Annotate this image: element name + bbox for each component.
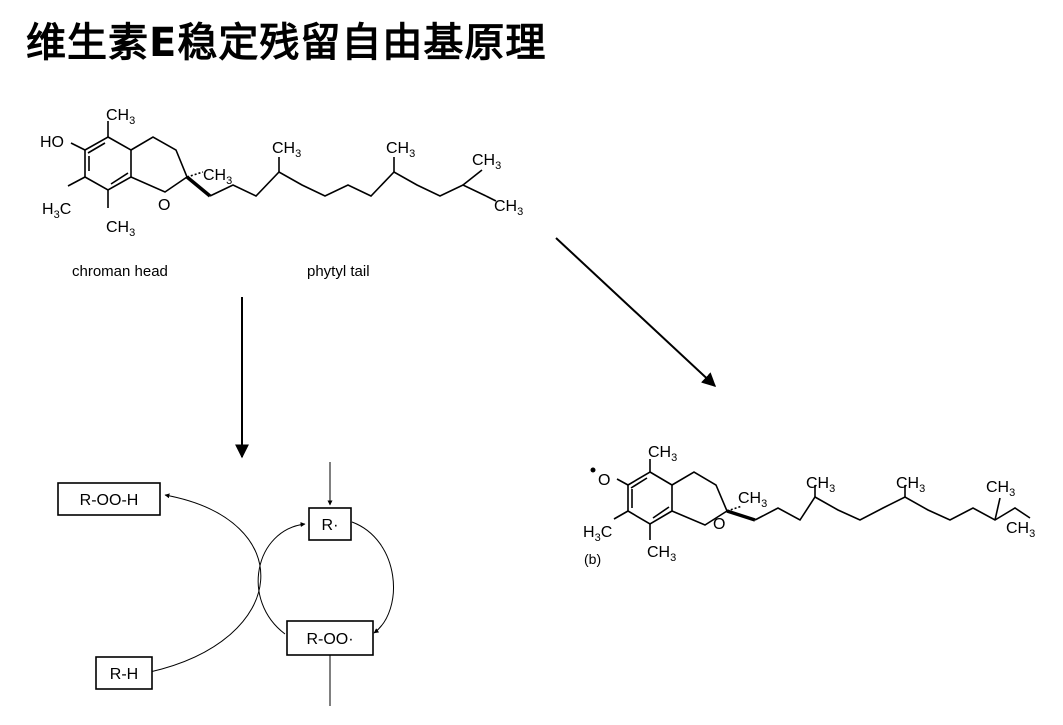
label-ho: HO: [40, 134, 64, 151]
label-radical-ch3-bottom: CH3: [647, 544, 676, 564]
page-title: 维生素E稳定残留自由基原理: [26, 20, 547, 66]
phytyl-tail-chain: [209, 170, 487, 197]
label-phytyl-tail: phytyl tail: [307, 263, 370, 280]
label-o-ring: O: [158, 197, 170, 214]
tocopherol-structure: [67, 121, 497, 208]
label-tail-ch3-1: CH3: [272, 140, 301, 160]
cycle-boxes: R-OO-H R· R-OO· R-H: [57, 482, 374, 690]
label-tail-ch3-end: CH3: [494, 198, 523, 218]
radical-phytyl-tail-chain: [754, 495, 1031, 522]
label-radical-b: (b): [584, 551, 601, 567]
label-radical-tail-ch3-1: CH3: [806, 475, 835, 495]
aromatic-ring: [84, 136, 132, 191]
box-r-radical: [308, 507, 352, 541]
radical-pyran-ring: [671, 471, 729, 526]
label-h3c: H3C: [42, 201, 71, 221]
arrow-roo-to-r: [257, 522, 306, 635]
box-rooh: [57, 482, 161, 516]
label-ch3-bottom: CH3: [106, 219, 135, 239]
label-tail-ch3-2: CH3: [386, 140, 415, 160]
tocopherol-labels: HO CH3 CH3 H3C CH3 O CH3 CH3 CH3 CH3: [40, 107, 523, 239]
label-ch3-ring: CH3: [203, 167, 232, 187]
node-r-radical: R·: [322, 517, 339, 534]
pyran-ring: [130, 136, 188, 193]
label-radical-tail-ch3-3: CH3: [986, 479, 1015, 499]
arrow-diagonal: [555, 237, 717, 387]
node-roo-radical: R-OO·: [306, 631, 353, 648]
tocopherol-region-labels: chroman head phytyl tail: [72, 263, 370, 280]
label-radical-h3c: H3C: [583, 524, 612, 544]
label-radical-ch3-top: CH3: [648, 444, 677, 464]
label-radical-o-ring: O: [713, 516, 725, 533]
label-ch3-top: CH3: [106, 107, 135, 127]
label-radical-tail-ch3-2: CH3: [896, 475, 925, 495]
radical-aromatic-ring: [627, 471, 673, 525]
box-roo-radical: [286, 620, 374, 656]
node-rh: R-H: [110, 666, 138, 683]
label-radical-ch3-ring: CH3: [738, 490, 767, 510]
box-rh: [95, 656, 153, 690]
label-tail-ch3-3: CH3: [472, 152, 501, 172]
radical-labels: O CH3 CH3 H3C (b) CH3 O CH3 CH3 CH3 CH3: [583, 444, 1035, 567]
label-chroman-head: chroman head: [72, 263, 168, 280]
label-radical-o: O: [598, 472, 610, 489]
node-rooh: R-OO-H: [80, 492, 139, 509]
radical-cycle: [149, 462, 394, 706]
arrow-rh-to-rooh: [149, 493, 262, 673]
radical-dot: [590, 467, 596, 473]
arrow-r-to-roo: [351, 521, 394, 634]
label-radical-tail-ch3-end: CH3: [1006, 520, 1035, 540]
radical-structure: [613, 459, 1031, 540]
